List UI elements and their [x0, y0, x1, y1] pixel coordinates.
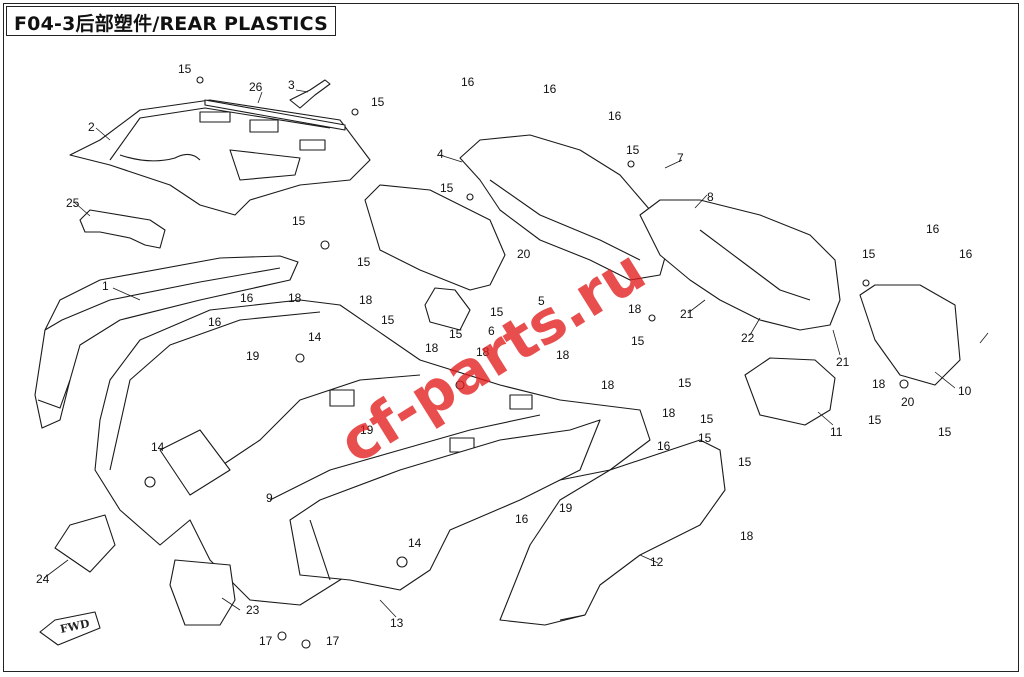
callout-12: 12	[650, 555, 664, 569]
callout-17b: 17	[326, 634, 340, 648]
callout-18d: 18	[476, 345, 490, 359]
callout-18a: 18	[288, 291, 302, 305]
callout-3: 3	[288, 78, 295, 92]
callout-18j: 18	[872, 377, 886, 391]
callout-26: 26	[249, 80, 263, 94]
callout-18i: 18	[740, 529, 754, 543]
callout-18g: 18	[662, 406, 676, 420]
part-rear-rack-panel	[69, 99, 371, 216]
callout-15m: 15	[698, 431, 712, 445]
callout-18e: 18	[556, 348, 570, 362]
callout-18h: 18	[628, 302, 642, 316]
callout-18c: 18	[425, 341, 439, 355]
callout-1: 1	[102, 279, 109, 293]
fasteners	[144, 76, 909, 649]
leader-lines	[43, 89, 989, 618]
callout-21a: 21	[680, 307, 694, 321]
part-far-right-bracket	[859, 284, 961, 386]
callout-25: 25	[66, 196, 80, 210]
part-tab	[424, 287, 471, 331]
callout-6: 6	[488, 324, 495, 338]
part-inner-duct	[364, 184, 506, 291]
callout-16f: 16	[657, 439, 671, 453]
callout-15h: 15	[440, 181, 454, 195]
callout-15k: 15	[678, 376, 692, 390]
callout-19b: 19	[360, 423, 374, 437]
callout-15f: 15	[449, 327, 463, 341]
callout-15b: 15	[371, 95, 385, 109]
callout-15d: 15	[357, 255, 371, 269]
callout-16a: 16	[461, 75, 475, 89]
callout-7: 7	[677, 151, 684, 165]
part-right-cover	[499, 439, 726, 626]
callout-15a: 15	[178, 62, 192, 76]
part-handle	[289, 79, 331, 109]
callout-16g: 16	[515, 512, 529, 526]
callout-5: 5	[538, 294, 545, 308]
fwd-label: FWD	[59, 617, 91, 636]
callout-20a: 20	[517, 247, 531, 261]
callout-16c: 16	[608, 109, 622, 123]
diagram-frame	[3, 3, 1019, 672]
callout-15o: 15	[862, 247, 876, 261]
callout-4: 4	[437, 147, 444, 161]
callout-15p: 15	[868, 413, 882, 427]
callout-17a: 17	[259, 634, 273, 648]
part-left-cover	[34, 255, 299, 429]
callout-22: 22	[741, 331, 755, 345]
callout-15l: 15	[700, 412, 714, 426]
part-main-fender-body	[94, 299, 651, 606]
callout-2: 2	[88, 120, 95, 134]
part-pad-24	[54, 514, 116, 573]
callout-8: 8	[707, 190, 714, 204]
callout-18f: 18	[601, 378, 615, 392]
fwd-arrow	[39, 611, 101, 646]
part-pad-23	[169, 559, 236, 626]
callout-18b: 18	[359, 293, 373, 307]
callout-labels: 1 2 3 4 5 6 7 8 9 10 11 12 13 14 14 14 1…	[36, 62, 973, 648]
callout-16e: 16	[208, 315, 222, 329]
part-strip	[204, 99, 346, 131]
callout-15q: 15	[938, 425, 952, 439]
callout-16b: 16	[543, 82, 557, 96]
part-small-box	[744, 357, 836, 426]
part-bracket	[79, 209, 166, 249]
callout-9: 9	[266, 491, 273, 505]
callout-15c: 15	[292, 214, 306, 228]
callout-19c: 19	[559, 501, 573, 515]
callout-20b: 20	[901, 395, 915, 409]
callout-13: 13	[390, 616, 404, 630]
callout-23: 23	[246, 603, 260, 617]
title-box	[6, 6, 336, 36]
part-right-panel	[289, 419, 601, 591]
callout-14a: 14	[308, 330, 322, 344]
callout-15g: 15	[490, 305, 504, 319]
callout-15j: 15	[631, 334, 645, 348]
callout-15i: 15	[626, 143, 640, 157]
part-right-side-panel	[639, 199, 841, 331]
callout-15n: 15	[738, 455, 752, 469]
callout-10: 10	[958, 384, 972, 398]
callout-24: 24	[36, 572, 50, 586]
callout-14b: 14	[151, 440, 165, 454]
callout-14c: 14	[408, 536, 422, 550]
page-title: F04-3后部塑件/REAR PLASTICS	[14, 13, 329, 35]
callout-11: 11	[830, 425, 843, 439]
callout-21b: 21	[836, 355, 850, 369]
callout-16h: 16	[926, 222, 940, 236]
callout-16i: 16	[959, 247, 973, 261]
callout-19a: 19	[246, 349, 260, 363]
callout-16d: 16	[240, 291, 254, 305]
callout-15e: 15	[381, 313, 395, 327]
